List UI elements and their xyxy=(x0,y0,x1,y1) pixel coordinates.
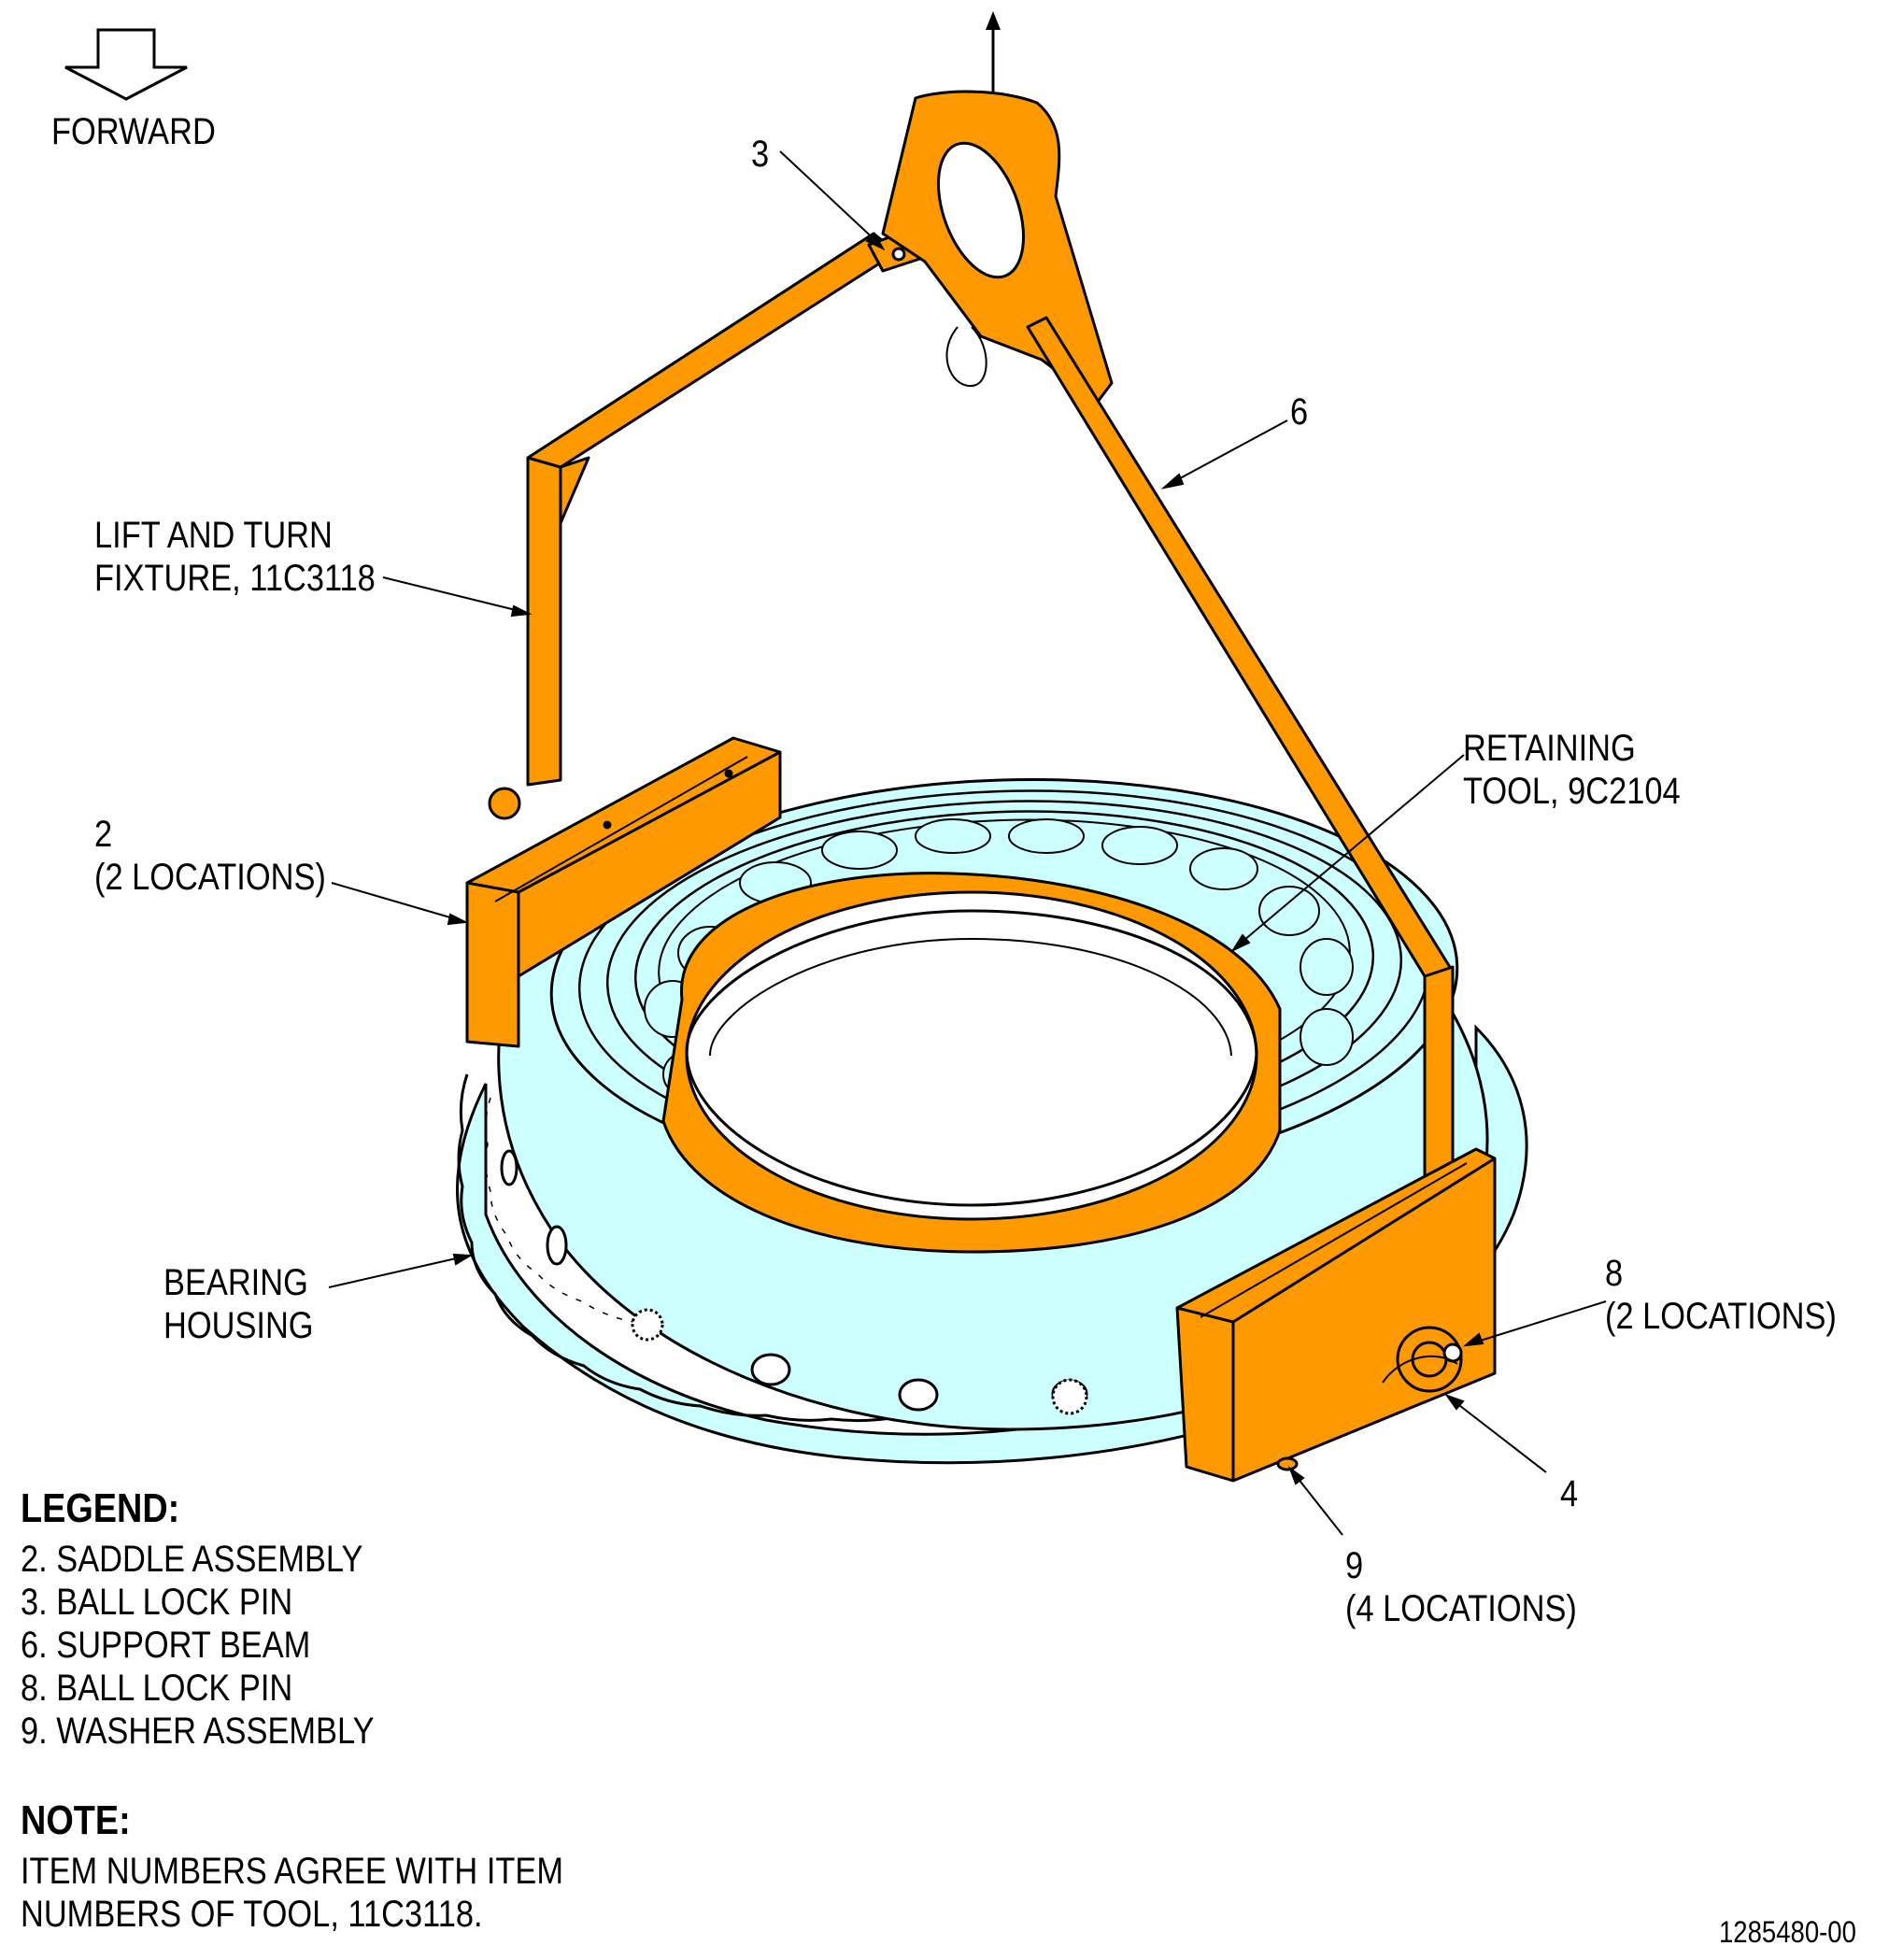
lanyard-loop xyxy=(945,326,987,388)
leader-lines xyxy=(328,150,1607,1536)
lifting-eye-hole xyxy=(936,141,1026,279)
legend-item: 6. SUPPORT BEAM xyxy=(21,1625,311,1666)
callout-lift-fixture-line1: LIFT AND TURN xyxy=(94,515,333,556)
callout-item-8-line2: (2 LOCATIONS) xyxy=(1605,1296,1837,1337)
callout-bearing-line1: BEARING xyxy=(163,1262,308,1303)
legend-item: 2. SADDLE ASSEMBLY xyxy=(21,1539,363,1580)
legend-item: 9. WASHER ASSEMBLY xyxy=(21,1711,375,1752)
saddle-assembly-right xyxy=(1175,1147,1497,1483)
note-line2: NUMBERS OF TOOL, 11C3118. xyxy=(21,1894,483,1935)
note-line1: ITEM NUMBERS AGREE WITH ITEM xyxy=(21,1851,564,1892)
pivot-knob-left xyxy=(488,787,521,820)
callout-item-2-line2: (2 LOCATIONS) xyxy=(94,857,326,898)
forward-label: FORWARD xyxy=(51,111,216,152)
lift-and-turn-fixture xyxy=(465,90,1497,1483)
legend-item: 3. BALL LOCK PIN xyxy=(21,1582,293,1623)
callout-item-3: 3 xyxy=(751,134,770,175)
callout-item-4: 4 xyxy=(1560,1473,1579,1514)
callout-retaining-line2: TOOL, 9C2104 xyxy=(1463,771,1681,812)
callout-item-6: 6 xyxy=(1290,391,1309,433)
figure-id: 1285480-00 xyxy=(1719,1915,1856,1949)
callout-item-9-line1: 9 xyxy=(1345,1545,1364,1586)
washer-assembly-9 xyxy=(1276,1456,1299,1471)
callout-retaining-line1: RETAINING xyxy=(1463,728,1636,769)
pivot-assembly-right xyxy=(1382,1326,1463,1393)
fixture-left-leg xyxy=(526,451,562,787)
callout-item-9-line2: (4 LOCATIONS) xyxy=(1345,1588,1577,1629)
lift-direction-arrow xyxy=(986,11,1001,93)
legend-title: LEGEND: xyxy=(21,1485,180,1531)
callout-item-8-line1: 8 xyxy=(1605,1253,1624,1294)
callout-item-2-line1: 2 xyxy=(94,814,113,855)
saddle-assembly-left xyxy=(465,736,782,1048)
note-title: NOTE: xyxy=(21,1797,131,1843)
down-arrow-icon xyxy=(64,28,188,101)
housing-gear-ports xyxy=(631,1308,1088,1415)
retaining-tool xyxy=(661,872,1282,1254)
retaining-tool-opening xyxy=(685,890,1258,1221)
fixture-top-beam xyxy=(526,232,899,469)
legend-item: 8. BALL LOCK PIN xyxy=(21,1668,293,1709)
callout-bearing-line2: HOUSING xyxy=(163,1305,314,1346)
callout-lift-fixture-line2: FIXTURE, 11C3118 xyxy=(94,558,376,599)
